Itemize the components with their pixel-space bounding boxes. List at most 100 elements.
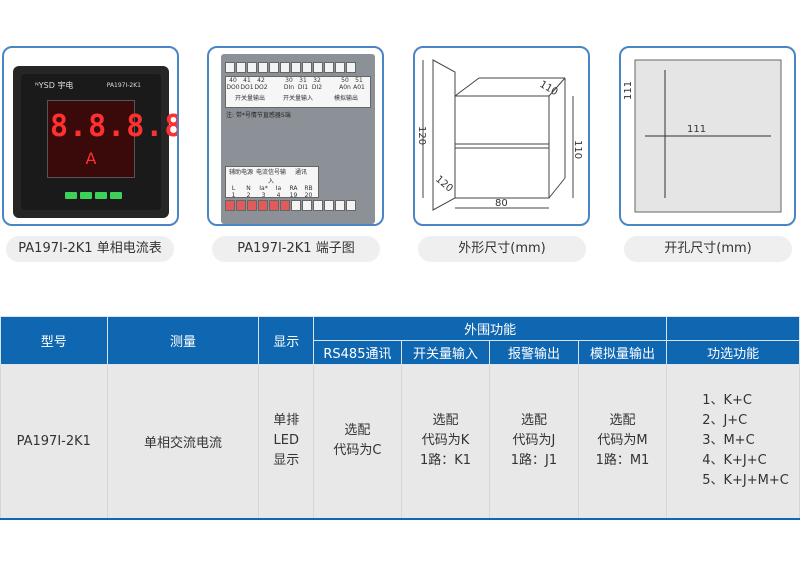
rs485-line: 选配	[344, 423, 371, 439]
analog-line: 1路：M1	[595, 453, 650, 469]
alarm-line: 1路：J1	[510, 453, 558, 469]
option-line: 1、K+C	[702, 393, 752, 409]
terminal-bottom-number: 3	[261, 192, 266, 199]
terminal-number: 31	[299, 77, 307, 84]
cell-analog: 选配代码为M 1路：M1	[577, 364, 668, 520]
terminal-code: DO1	[240, 84, 254, 91]
terminal-number	[268, 77, 282, 84]
cell-measure: 单相交流电流	[106, 364, 260, 520]
dim-120-vertical: 120	[416, 126, 427, 145]
terminal-bottom-number: 1	[231, 192, 236, 199]
header-optional-top	[666, 316, 800, 341]
terminal-bottom-name: N	[246, 185, 251, 192]
cutout-caption: 开孔尺寸(mm)	[624, 236, 792, 262]
dim-120-diag: 120	[433, 174, 455, 195]
terminal-code: DI2	[311, 84, 323, 91]
dim-110-top: 110	[538, 79, 560, 98]
switch-in-line: 选配	[432, 413, 459, 429]
terminal-code: A01	[353, 84, 365, 91]
dim-110-right: 110	[572, 140, 583, 159]
cell-model: PA197I-2K1	[0, 364, 108, 520]
display-line: 显示	[273, 453, 300, 469]
terminal-code	[268, 84, 282, 91]
analog-line: 选配	[609, 413, 636, 429]
cutout-drawing: 111 111	[623, 59, 782, 213]
terminal-bottom-number: 2	[246, 192, 251, 199]
terminal-number	[324, 77, 338, 84]
rs485-line: 代码为C	[333, 443, 382, 459]
meter-key	[95, 192, 107, 199]
terminal-screws-bottom	[225, 200, 356, 211]
terminal-bottom-number: 19	[289, 192, 298, 199]
meter-model: PA197I-2K1	[106, 82, 141, 89]
terminal-number: 30	[285, 77, 293, 84]
terminal-code: DIn	[283, 84, 295, 91]
terminal-code: DI1	[297, 84, 309, 91]
terminal-bottom-name: Ia	[275, 185, 282, 192]
meter-key	[110, 192, 122, 199]
terminal-code	[324, 84, 338, 91]
switch-in-line: 代码为K	[421, 433, 470, 449]
cell-display: 单排 LED 显示	[258, 364, 315, 520]
header-measure: 测量	[106, 316, 260, 365]
terminal-bottom-name: RA	[289, 185, 298, 192]
terminal-group-label: 模拟输出	[333, 95, 358, 102]
header-peripheral: 外围功能	[313, 316, 668, 341]
header-rs485: RS485通讯	[313, 340, 402, 365]
option-line: 5、K+J+M+C	[702, 473, 789, 489]
meter-photo-caption: PA197I-2K1 单相电流表	[6, 236, 174, 262]
meter-digits: 8.8.8.8	[50, 109, 179, 144]
meter-keys	[65, 184, 125, 203]
cutout-card: 111 111	[619, 46, 796, 226]
header-alarm: 报警输出	[489, 340, 579, 365]
terminal-bottom-number: 20	[304, 192, 313, 199]
meter-front: ᴺYSD 宇电 PA197I-2K1 8.8.8.8 A	[13, 66, 179, 218]
terminal-bottom-name: Ia*	[259, 185, 268, 192]
terminal-group-label: 开关量输入	[282, 95, 313, 102]
alarm-line: 选配	[520, 413, 547, 429]
header-display: 显示	[258, 316, 315, 365]
terminal-code: DO2	[254, 84, 268, 91]
spec-table: 型号 测量 显示 外围功能 RS485通讯 开关量输入 报警输出 模拟量输出 功…	[0, 316, 800, 520]
terminal-bottom-name: L	[231, 185, 236, 192]
header-switch-in: 开关量输入	[400, 340, 491, 365]
terminal-screws-top	[225, 62, 356, 73]
display-line: LED	[273, 433, 299, 449]
meter-unit: A	[85, 149, 97, 168]
terminal-code: DO0	[226, 84, 240, 91]
terminal-caption: PA197I-2K1 端子图	[212, 236, 380, 262]
dimension-caption: 外形尺寸(mm)	[418, 236, 586, 262]
terminal-number: 42	[257, 77, 265, 84]
dim-80: 80	[495, 198, 508, 209]
meter-screen: 8.8.8.8 A	[47, 100, 179, 178]
header-analog: 模拟量输出	[577, 340, 668, 365]
terminal-number: 40	[229, 77, 237, 84]
meter-key	[65, 192, 77, 199]
dimension-drawing: 120 110 110 120 80	[416, 59, 583, 211]
header-optional: 功选功能	[666, 340, 800, 365]
cell-switch-in: 选配代码为K 1路：K1	[400, 364, 491, 520]
cutout-width: 111	[687, 124, 706, 135]
analog-line: 代码为M	[597, 433, 648, 449]
meter-brand: ᴺYSD 宇电	[35, 81, 74, 90]
terminal-bottom-header: 电流信号输入	[256, 169, 287, 185]
switch-in-line: 1路：K1	[419, 453, 472, 469]
cell-rs485: 选配代码为C	[313, 364, 402, 520]
cutout-height: 111	[623, 81, 634, 100]
terminal-note: 注: 带*号情节直感器S端	[226, 112, 291, 119]
dimension-card: 120 110 110 120 80	[413, 46, 590, 226]
meter-photo-card: ᴺYSD 宇电 PA197I-2K1 8.8.8.8 A	[2, 46, 179, 226]
meter-key	[80, 192, 92, 199]
terminal-bottom-header: 辅助电源	[228, 169, 253, 176]
terminal-number: 32	[313, 77, 321, 84]
header-model: 型号	[0, 316, 108, 365]
terminal-bottom-number: 4	[276, 192, 281, 199]
display-line: 单排	[273, 413, 300, 429]
terminal-number: 41	[243, 77, 251, 84]
